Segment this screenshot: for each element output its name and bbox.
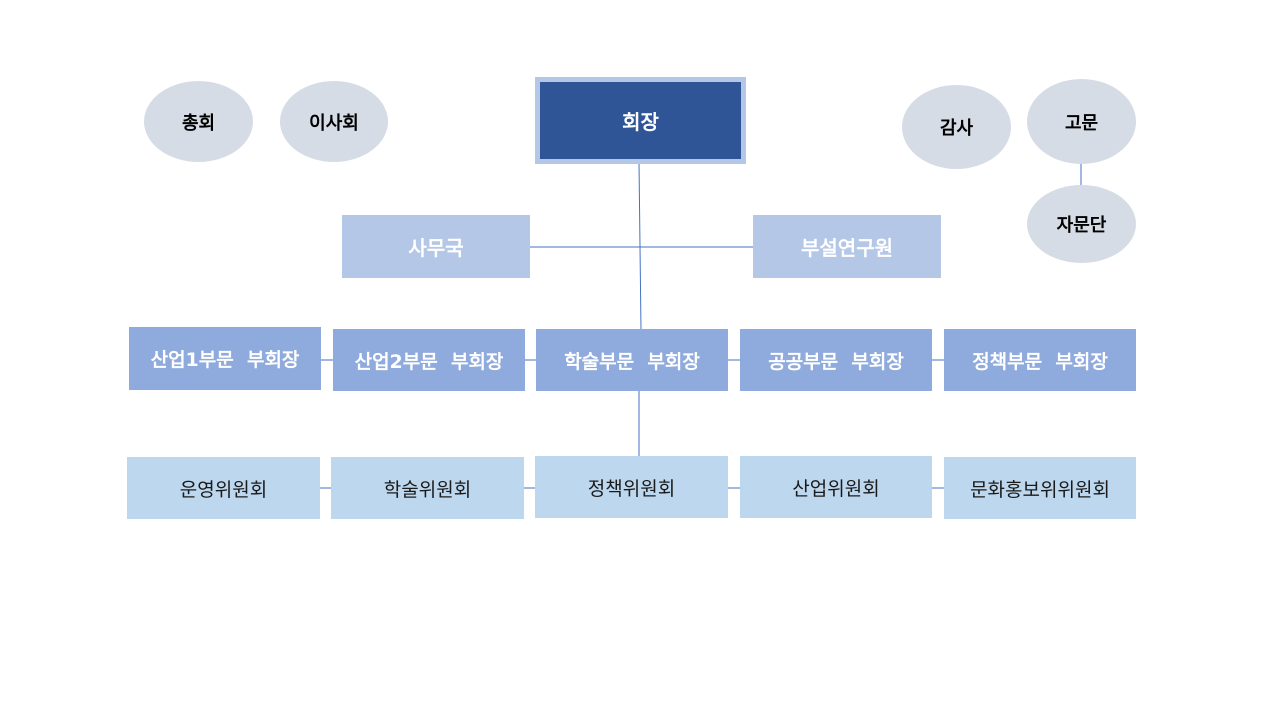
committee-operations-node: 운영위원회: [127, 457, 320, 519]
committee-operations-label: 운영위원회: [179, 478, 268, 501]
advisory-group-node: 자문단: [1027, 185, 1136, 263]
vp-policy-node: 정책부문 부회장: [944, 329, 1136, 391]
vp-industry1-node: 산업1부문 부회장: [129, 327, 321, 390]
committee-policy-node: 정책위원회: [535, 456, 728, 518]
general-assembly-label: 총회: [181, 112, 216, 134]
vp-industry1-label: 산업1부문 부회장: [150, 349, 300, 371]
vp-public-label: 공공부문 부회장: [768, 350, 904, 373]
audit-node: 감사: [902, 85, 1011, 169]
committee-policy-label: 정책위원회: [587, 477, 676, 500]
institute-node: 부설연구원: [753, 215, 941, 278]
secretariat-label: 사무국: [408, 236, 464, 260]
committee-culture-pr-label: 문화홍보위위원회: [970, 478, 1110, 501]
general-assembly-node: 총회: [144, 81, 253, 162]
committee-industry-label: 산업위원회: [792, 477, 880, 500]
advisor-node: 고문: [1027, 79, 1136, 164]
line-president-to-vp: [638, 161, 642, 331]
committee-culture-pr-node: 문화홍보위위원회: [944, 457, 1136, 519]
president-label: 회장: [622, 110, 659, 134]
audit-label: 감사: [939, 118, 974, 139]
institute-label: 부설연구원: [801, 236, 893, 260]
vp-academic-node: 학술부문 부회장: [536, 329, 728, 391]
secretariat-node: 사무국: [342, 215, 530, 278]
vp-policy-label: 정책부문 부회장: [972, 350, 1108, 373]
advisory-group-label: 자문단: [1056, 215, 1107, 236]
vp-public-node: 공공부문 부회장: [740, 329, 932, 391]
board-node: 이사회: [280, 81, 388, 162]
president-node: 회장: [535, 77, 746, 164]
committee-academic-label: 학술위원회: [383, 478, 472, 501]
committee-industry-node: 산업위원회: [740, 456, 932, 518]
committee-academic-node: 학술위원회: [331, 457, 524, 519]
vp-industry2-node: 산업2부문 부회장: [333, 329, 525, 391]
vp-academic-label: 학술부문 부회장: [564, 350, 700, 373]
vp-industry2-label: 산업2부문 부회장: [354, 350, 504, 373]
board-label: 이사회: [309, 112, 359, 134]
advisor-label: 고문: [1064, 112, 1099, 134]
